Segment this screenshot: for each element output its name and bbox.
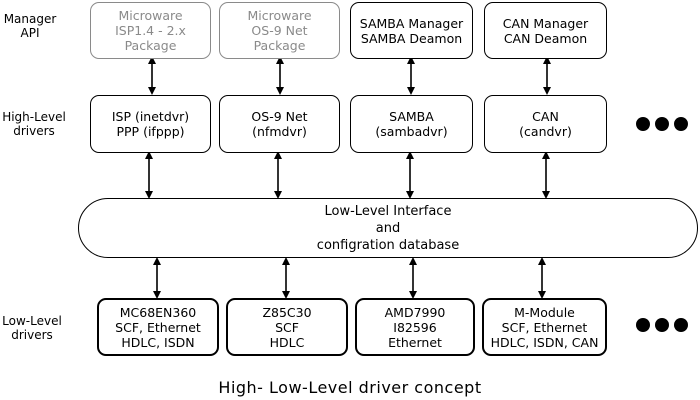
box-text: Microware bbox=[118, 8, 183, 23]
box-text: Ethernet bbox=[388, 334, 442, 350]
manager-box-samba: SAMBA Manager SAMBA Deamon bbox=[350, 2, 473, 59]
box-text: ISP (inetdvr) bbox=[111, 109, 190, 124]
box-text: HDLC, ISDN, CAN bbox=[490, 334, 599, 350]
box-text: SAMBA bbox=[389, 109, 434, 124]
box-text: (sambadvr) bbox=[375, 124, 448, 139]
box-text: ISP1.4 - 2.x bbox=[115, 23, 186, 38]
box-text: OS-9 Net bbox=[251, 23, 308, 38]
box-text: OS-9 Net bbox=[251, 109, 308, 124]
row-label-manager-api: Manager API bbox=[0, 12, 60, 40]
box-text: Package bbox=[253, 38, 306, 53]
ellipsis-dot bbox=[674, 318, 688, 332]
row-label-low-level: Low-Level drivers bbox=[0, 314, 64, 342]
ellipsis-dot bbox=[655, 117, 669, 131]
box-text: MC68EN360 bbox=[119, 304, 197, 320]
low-level-box-m-module: M-Module SCF, Ethernet HDLC, ISDN, CAN bbox=[482, 298, 607, 356]
box-text: (nfmdvr) bbox=[252, 124, 307, 139]
driver-box-os9-net: OS-9 Net (nfmdvr) bbox=[219, 95, 340, 153]
box-text: and bbox=[375, 220, 401, 236]
row-label-line: High-Level bbox=[2, 110, 66, 124]
more-low-level-drivers-ellipsis bbox=[636, 318, 688, 332]
box-text: AMD7990 bbox=[384, 304, 446, 320]
box-text: Microware bbox=[247, 8, 312, 23]
box-text: SAMBA Manager bbox=[359, 15, 464, 31]
ellipsis-dot bbox=[636, 117, 650, 131]
diagram-caption: High- Low-Level driver concept bbox=[218, 378, 482, 397]
low-level-box-mc68en360: MC68EN360 SCF, Ethernet HDLC, ISDN bbox=[97, 298, 219, 356]
box-text: PPP (ifppp) bbox=[116, 124, 185, 139]
row-label-line: API bbox=[20, 26, 40, 40]
row-label-line: Low-Level bbox=[2, 314, 62, 328]
box-text: Z85C30 bbox=[262, 304, 312, 320]
box-text: configration database bbox=[316, 237, 460, 253]
box-text: HDLC bbox=[269, 334, 305, 350]
manager-box-isp-package: Microware ISP1.4 - 2.x Package bbox=[90, 2, 211, 59]
ellipsis-dot bbox=[674, 117, 688, 131]
box-text: SCF bbox=[275, 319, 299, 335]
row-label-line: drivers bbox=[13, 124, 55, 138]
box-text: SCF, Ethernet bbox=[501, 319, 588, 335]
box-text: SCF, Ethernet bbox=[115, 319, 201, 335]
ellipsis-dot bbox=[655, 318, 669, 332]
more-high-level-drivers-ellipsis bbox=[636, 117, 688, 131]
ellipsis-dot bbox=[636, 318, 650, 332]
box-text: (candvr) bbox=[519, 124, 572, 139]
low-level-box-amd7990: AMD7990 I82596 Ethernet bbox=[355, 298, 475, 356]
driver-box-isp-ppp: ISP (inetdvr) PPP (ifppp) bbox=[90, 95, 211, 153]
driver-box-samba: SAMBA (sambadvr) bbox=[350, 95, 473, 153]
box-text: I82596 bbox=[393, 319, 437, 335]
box-text: Low-Level Interface bbox=[324, 203, 452, 219]
low-level-box-z85c30: Z85C30 SCF HDLC bbox=[226, 298, 348, 356]
row-label-line: Manager bbox=[3, 12, 57, 26]
low-level-interface-box: Low-Level Interface and configration dat… bbox=[78, 198, 698, 258]
box-text: CAN bbox=[532, 109, 559, 124]
box-text: HDLC, ISDN bbox=[121, 334, 195, 350]
box-text: CAN Deamon bbox=[503, 30, 588, 46]
row-label-line: drivers bbox=[11, 328, 53, 342]
driver-box-can: CAN (candvr) bbox=[484, 95, 607, 153]
box-text: CAN Manager bbox=[502, 15, 589, 31]
manager-box-can: CAN Manager CAN Deamon bbox=[484, 2, 607, 59]
box-text: SAMBA Deamon bbox=[360, 30, 463, 46]
row-label-high-level: High-Level drivers bbox=[0, 110, 68, 138]
box-text: M-Module bbox=[514, 304, 575, 320]
manager-box-os9-net-package: Microware OS-9 Net Package bbox=[219, 2, 340, 59]
box-text: Package bbox=[124, 38, 177, 53]
